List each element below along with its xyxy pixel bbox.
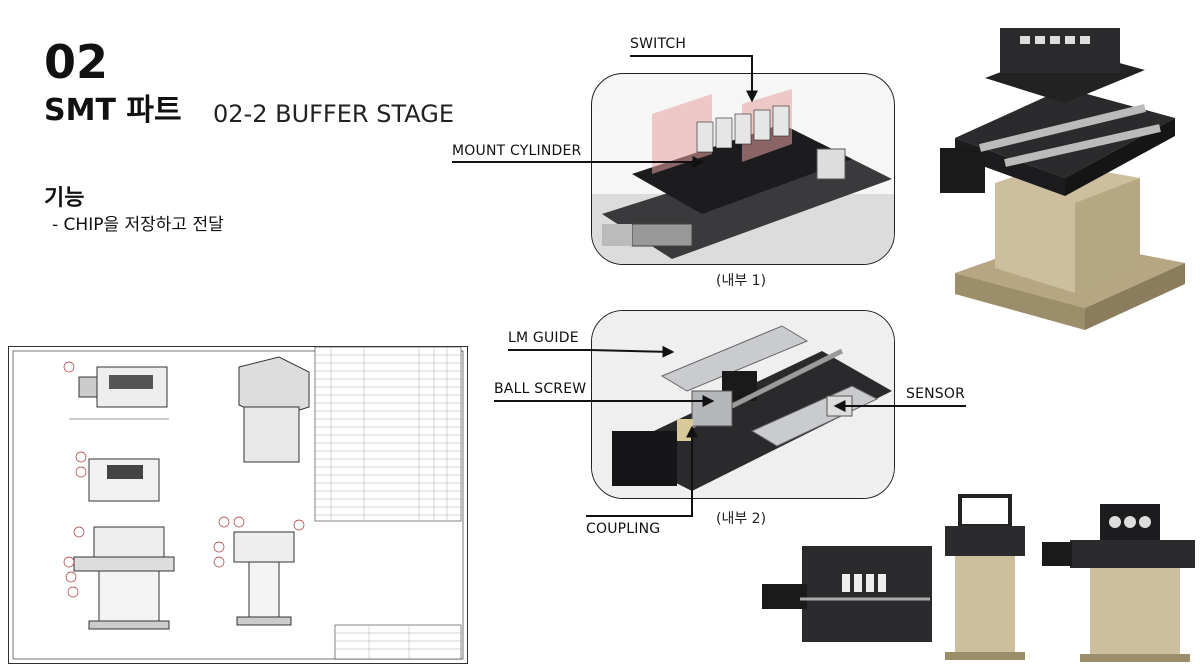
inner-view-1-panel: [591, 73, 895, 265]
function-description: - CHIP을 저장하고 전달: [52, 215, 224, 235]
inner-view-2-panel: [591, 310, 895, 499]
callout-switch: SWITCH: [630, 36, 687, 52]
assembly-iso-view: [935, 8, 1197, 338]
callout-coupling: COUPLING: [586, 521, 661, 537]
side-view-render: [1040, 500, 1195, 662]
function-heading: 기능: [44, 186, 85, 211]
part-title: SMT 파트: [44, 93, 182, 128]
inner-view-1-caption: (내부 1): [716, 273, 767, 289]
top-view-render: [760, 544, 940, 644]
callout-sensor: SENSOR: [906, 386, 966, 402]
engineering-drawing: [8, 346, 468, 664]
inner-view-2-caption: (내부 2): [716, 511, 767, 527]
front-view-render: [940, 490, 1030, 662]
sub-title: 02-2 BUFFER STAGE: [213, 100, 454, 128]
callout-mount-cylinder: MOUNT CYLINDER: [452, 143, 582, 159]
callout-lm-guide: LM GUIDE: [508, 330, 579, 346]
section-number: 02: [44, 35, 109, 89]
callout-ball-screw: BALL SCREW: [494, 381, 587, 397]
